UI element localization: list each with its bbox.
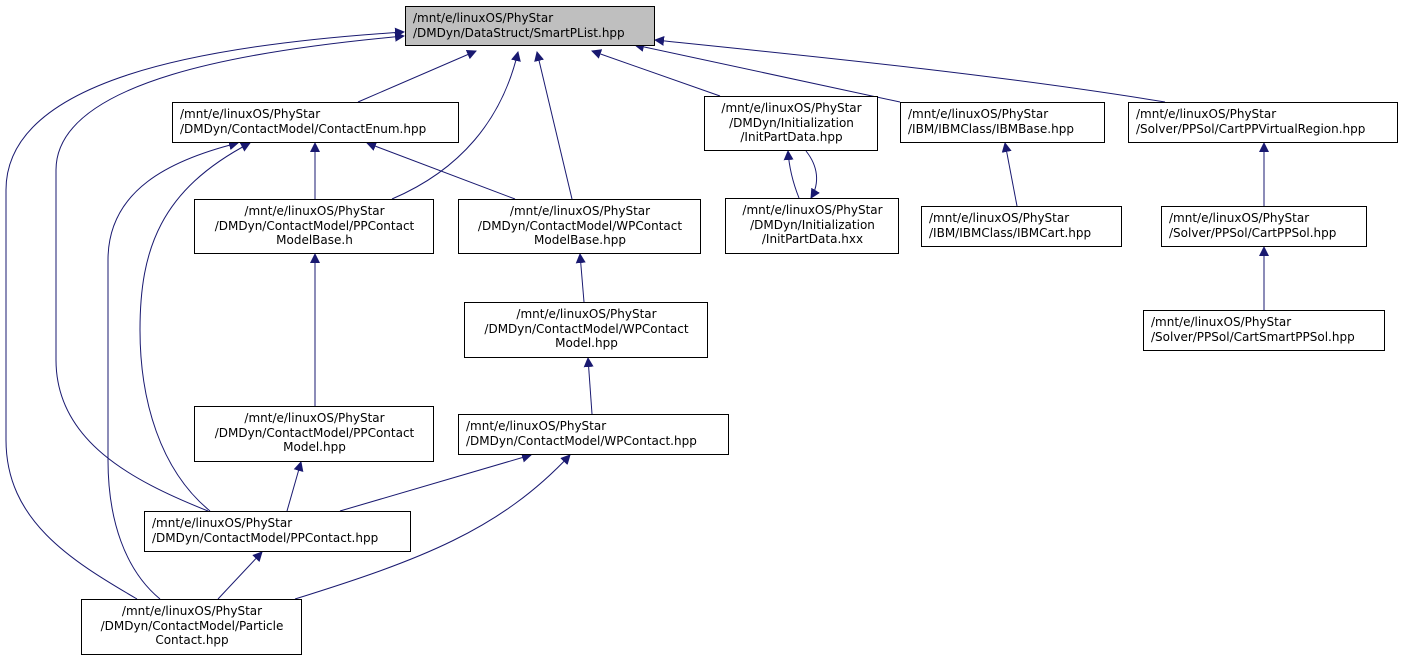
- node-line: /DMDyn/ContactModel/PPContact: [214, 425, 415, 440]
- node-line: Contact.hpp: [155, 633, 229, 648]
- node-line: /mnt/e/linuxOS/PhyStar: [721, 101, 862, 115]
- edge-initpartdata-hpp-to-initpartdata-hxx: [805, 150, 820, 199]
- node-line: /Solver/PPSol/CartPPVirtualRegion.hpp: [1136, 121, 1366, 136]
- node-line: Model.hpp: [555, 336, 618, 351]
- node-ppcontactmodelbase[interactable]: /mnt/e/linuxOS/PhyStar /DMDyn/ContactMod…: [194, 199, 434, 254]
- edge-wpcontactmodel-to-wpcontactmodelbase: [575, 253, 586, 303]
- node-line: /DMDyn/ContactModel/Particle: [100, 618, 284, 633]
- node-line: /mnt/e/linuxOS/PhyStar: [516, 307, 657, 321]
- edge-cartppvirtualregion-to-smartplist: [654, 35, 1166, 103]
- node-line: /Solver/PPSol/CartPPSol.hpp: [1169, 225, 1337, 240]
- node-line: /mnt/e/linuxOS/PhyStar: [742, 203, 883, 217]
- node-line: /mnt/e/linuxOS/PhyStar: [413, 11, 554, 25]
- node-wpcontactmodelbase[interactable]: /mnt/e/linuxOS/PhyStar /DMDyn/ContactMod…: [458, 199, 701, 254]
- node-cartsmartppsol[interactable]: /mnt/e/linuxOS/PhyStar /Solver/PPSol/Car…: [1143, 310, 1385, 351]
- node-cartppsol[interactable]: /mnt/e/linuxOS/PhyStar /Solver/PPSol/Car…: [1161, 206, 1367, 247]
- edge-initpartdata-hpp-to-smartplist: [591, 49, 721, 97]
- node-line: /IBM/IBMClass/IBMCart.hpp: [929, 225, 1092, 240]
- node-initpartdata-hxx[interactable]: /mnt/e/linuxOS/PhyStar /DMDyn/Initializa…: [725, 198, 899, 254]
- node-cartppvirtualregion[interactable]: /mnt/e/linuxOS/PhyStar /Solver/PPSol/Car…: [1128, 102, 1398, 143]
- node-initpartdata-hpp[interactable]: /mnt/e/linuxOS/PhyStar /DMDyn/Initializa…: [704, 96, 878, 151]
- node-line: /IBM/IBMClass/IBMBase.hpp: [908, 121, 1074, 136]
- node-line: /DMDyn/ContactModel/PPContact.hpp: [152, 530, 379, 545]
- node-line: /mnt/e/linuxOS/PhyStar: [121, 604, 263, 618]
- node-line: ModelBase.hpp: [534, 233, 626, 248]
- node-line: ModelBase.h: [276, 233, 353, 248]
- node-line: /mnt/e/linuxOS/PhyStar: [244, 204, 385, 218]
- edge-ppcontactmodelbase-to-smartplist: [391, 51, 521, 200]
- edge-initpartdata-hxx-to-initpartdata-hpp: [783, 150, 800, 199]
- node-line: /mnt/e/linuxOS/PhyStar: [929, 211, 1070, 225]
- node-line: /mnt/e/linuxOS/PhyStar: [244, 411, 385, 425]
- node-line: /DMDyn/ContactModel/PPContact: [214, 218, 415, 233]
- node-ppcontact[interactable]: /mnt/e/linuxOS/PhyStar /DMDyn/ContactMod…: [144, 511, 411, 552]
- node-line: /DMDyn/ContactModel/ContactEnum.hpp: [180, 121, 427, 136]
- edge-contactenum-to-smartplist: [357, 49, 477, 103]
- node-line: /DMDyn/Initialization: [750, 217, 875, 232]
- node-ibmcart[interactable]: /mnt/e/linuxOS/PhyStar /IBM/IBMClass/IBM…: [921, 206, 1122, 247]
- node-contactenum[interactable]: /mnt/e/linuxOS/PhyStar /DMDyn/ContactMod…: [172, 102, 459, 143]
- node-line: /DMDyn/ContactModel/WPContact.hpp: [466, 433, 697, 448]
- node-line: /mnt/e/linuxOS/PhyStar: [180, 107, 321, 121]
- node-line: /DMDyn/Initialization: [729, 115, 854, 130]
- node-line: /mnt/e/linuxOS/PhyStar: [466, 419, 607, 433]
- node-line: /mnt/e/linuxOS/PhyStar: [509, 204, 651, 218]
- node-line: /InitPartData.hxx: [761, 232, 864, 247]
- node-ppcontactmodel[interactable]: /mnt/e/linuxOS/PhyStar /DMDyn/ContactMod…: [194, 406, 434, 462]
- edge-ibmbase-to-smartplist: [634, 42, 901, 103]
- edge-ibmcart-to-ibmbase: [1001, 142, 1018, 207]
- node-smartplist: /mnt/e/linuxOS/PhyStar /DMDyn/DataStruct…: [405, 6, 655, 46]
- node-line: /mnt/e/linuxOS/PhyStar: [152, 516, 293, 530]
- node-wpcontact[interactable]: /mnt/e/linuxOS/PhyStar /DMDyn/ContactMod…: [458, 414, 729, 455]
- edge-wpcontactmodelbase-to-contactenum: [366, 141, 516, 200]
- node-line: /mnt/e/linuxOS/PhyStar: [908, 107, 1049, 121]
- edge-particlecontact-to-contactenum: [107, 140, 239, 600]
- node-ibmbase[interactable]: /mnt/e/linuxOS/PhyStar /IBM/IBMClass/IBM…: [900, 102, 1105, 143]
- node-line: Model.hpp: [283, 440, 346, 455]
- node-line: /Solver/PPSol/CartSmartPPSol.hpp: [1151, 329, 1355, 344]
- node-line: /mnt/e/linuxOS/PhyStar: [1136, 107, 1277, 121]
- edge-ppcontact-to-contactenum: [139, 142, 251, 512]
- node-line: /mnt/e/linuxOS/PhyStar: [1151, 315, 1292, 329]
- node-line: /InitPartData.hpp: [740, 130, 843, 145]
- node-wpcontactmodel[interactable]: /mnt/e/linuxOS/PhyStar /DMDyn/ContactMod…: [464, 302, 708, 358]
- edge-particlecontact-to-ppcontact: [217, 551, 263, 600]
- node-particlecontact[interactable]: /mnt/e/linuxOS/PhyStar /DMDyn/ContactMod…: [81, 599, 302, 655]
- node-line: /DMDyn/DataStruct/SmartPList.hpp: [413, 25, 625, 40]
- node-line: /DMDyn/ContactModel/WPContact: [477, 218, 683, 233]
- edge-particlecontact-to-wpcontact: [294, 454, 571, 600]
- edge-ppcontact-to-ppcontactmodel: [286, 461, 304, 512]
- node-line: /DMDyn/ContactModel/WPContact: [484, 321, 689, 336]
- edge-wpcontact-to-wpcontactmodel: [583, 357, 594, 415]
- edge-wpcontactmodelbase-to-smartplist: [534, 51, 573, 200]
- node-line: /mnt/e/linuxOS/PhyStar: [1169, 211, 1310, 225]
- edge-ppcontact-to-smartplist: [55, 31, 405, 512]
- edge-particlecontact-to-smartplist: [5, 27, 405, 600]
- edge-ppcontact-to-wpcontact: [339, 452, 532, 512]
